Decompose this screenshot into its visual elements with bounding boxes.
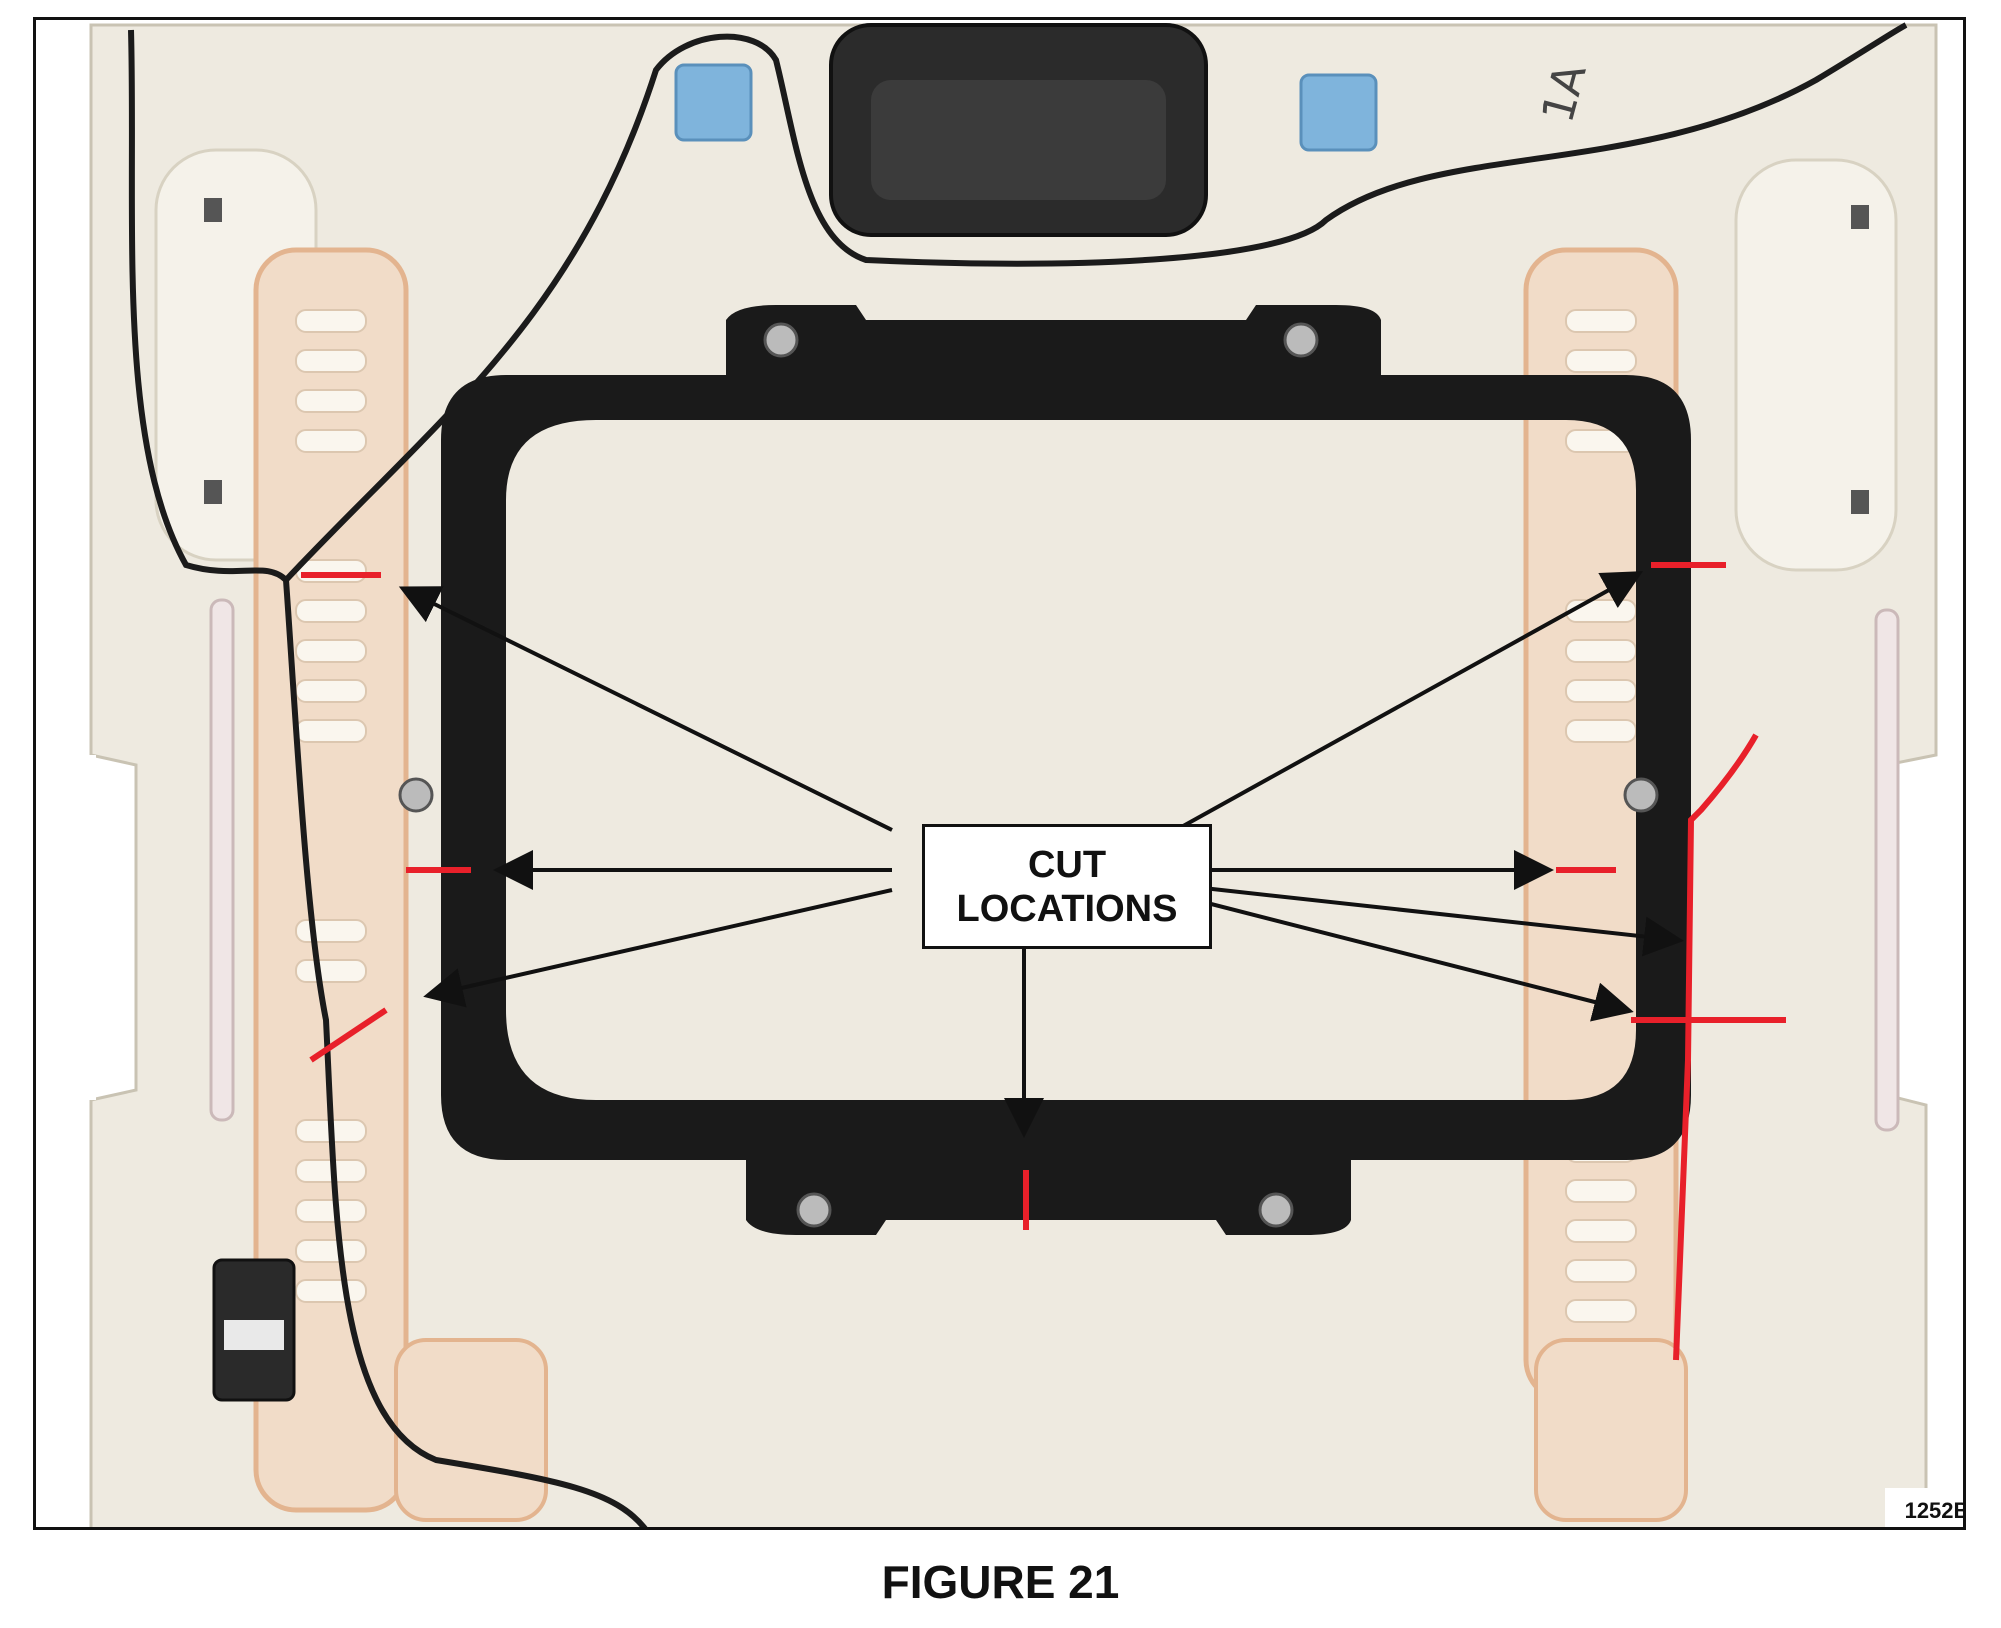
right-grab-handle-channel [1874, 608, 1900, 1132]
figure-frame: 1A CUT LOCATIONS 1252B [33, 17, 1966, 1530]
right-visor-clip-top [1851, 205, 1869, 229]
wiring-harness-upper [283, 22, 1908, 583]
left-adhesive-strip [253, 247, 409, 1513]
cut-location-arrows [398, 571, 1684, 1138]
wiring-harness [128, 29, 648, 1527]
sunroof-frame-bottom-tab [746, 1155, 1351, 1235]
left-foam-block [674, 63, 753, 142]
cut-locations-callout: CUT LOCATIONS [922, 824, 1212, 949]
cut-location-arrow-icon [1175, 883, 1684, 957]
right-visor-pad [1734, 158, 1898, 572]
cut-mark-left-lower [309, 1007, 388, 1063]
module-label [224, 1320, 284, 1350]
cut-mark-right-vertical [1673, 733, 1759, 1361]
right-visor-clip-bottom [1851, 490, 1869, 514]
figure-id-label: 1252B [1885, 1488, 1963, 1527]
sunroof-frame-top-tab [726, 305, 1381, 380]
callout-line-1: CUT [1027, 843, 1107, 886]
figure-caption: FIGURE 21 [881, 1556, 1120, 1608]
cut-location-arrow-icon [423, 888, 893, 1008]
headliner-diagram: 1A [36, 22, 1963, 1527]
cut-location-arrow-icon [1175, 893, 1634, 1022]
overhead-console-inner [871, 80, 1166, 200]
left-grab-handle-channel [209, 598, 235, 1122]
cut-location-arrow-icon [1175, 571, 1643, 832]
headliner-shadow-left [36, 755, 96, 1100]
cut-marks [301, 562, 1786, 1361]
left-visor-clip-bottom [204, 480, 222, 504]
lower-right-adhesive-strip [1534, 1338, 1688, 1522]
frame-fasteners [398, 322, 1659, 1228]
left-visor-clip-top [204, 198, 222, 222]
cut-location-arrow-icon [398, 586, 893, 832]
right-foam-block [1299, 73, 1378, 152]
callout-line-2: LOCATIONS [956, 887, 1178, 930]
lower-left-adhesive-strip [394, 1338, 548, 1522]
